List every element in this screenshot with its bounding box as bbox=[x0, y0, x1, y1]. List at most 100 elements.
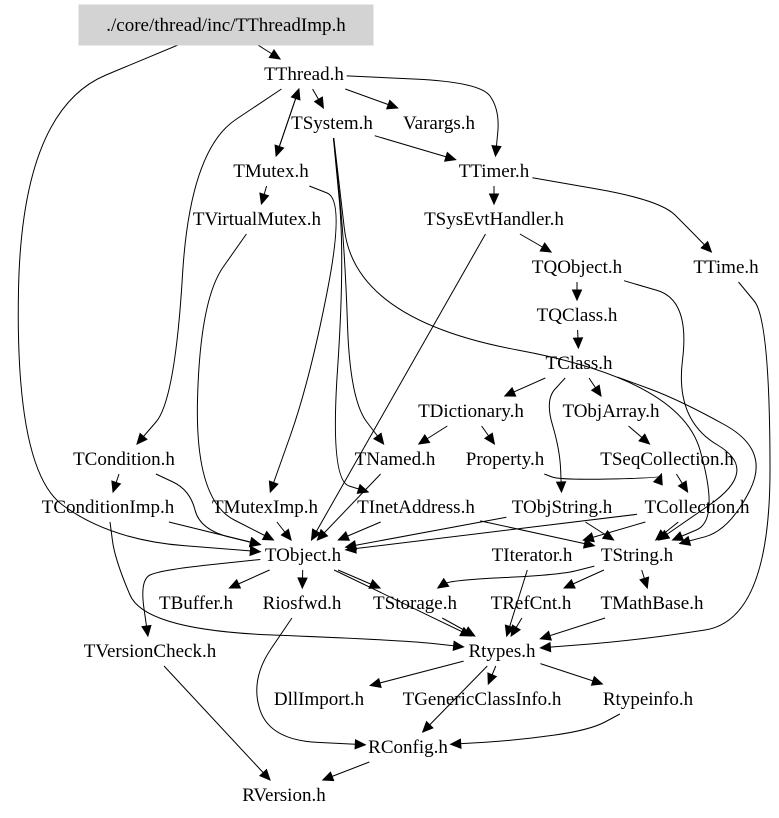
node-label: Riosfwd.h bbox=[263, 593, 342, 614]
edge-line bbox=[333, 137, 710, 541]
nodes-layer: ./core/thread/inc/TThreadImp.hTThread.hT… bbox=[42, 4, 759, 806]
node-label: TStorage.h bbox=[373, 593, 457, 614]
edge-TTime-to-Rtypes bbox=[539, 281, 771, 653]
arrowhead-icon bbox=[421, 720, 434, 733]
node-TVersionCheck[interactable]: TVersionCheck.h bbox=[84, 641, 217, 662]
node-RVersion[interactable]: RVersion.h bbox=[242, 785, 326, 806]
edge-TObject-to-TVersionCheck bbox=[141, 559, 261, 638]
node-DllImport[interactable]: DllImport.h bbox=[274, 689, 365, 710]
edge-TVersionCheck-to-RVersion bbox=[163, 665, 271, 781]
node-label: TMutex.h bbox=[233, 161, 309, 182]
node-TMutex[interactable]: TMutex.h bbox=[233, 161, 309, 182]
edge-TCollection-to-TIterator bbox=[582, 521, 646, 543]
node-Riosfwd[interactable]: Riosfwd.h bbox=[263, 593, 342, 614]
edge-TDictionary-to-TNamed bbox=[417, 425, 448, 445]
node-label: TVersionCheck.h bbox=[84, 641, 217, 662]
node-label: TIterator.h bbox=[492, 545, 573, 566]
arrowhead-icon bbox=[562, 578, 576, 589]
arrowhead-icon bbox=[487, 672, 498, 686]
edge-TThread-to-TCondition bbox=[136, 88, 282, 445]
node-TGenericClassInfo[interactable]: TGenericClassInfo.h bbox=[403, 689, 562, 710]
node-TSysEvtHandler[interactable]: TSysEvtHandler.h bbox=[424, 209, 564, 230]
node-TTime[interactable]: TTime.h bbox=[693, 257, 759, 278]
node-TCollection[interactable]: TCollection.h bbox=[644, 497, 750, 518]
arrowhead-icon bbox=[417, 433, 431, 445]
edge-TSeqCollection-to-TCollection bbox=[675, 473, 689, 494]
node-Property[interactable]: Property.h bbox=[466, 449, 545, 470]
node-TStorage[interactable]: TStorage.h bbox=[373, 593, 457, 614]
edge-TObject-to-TBuffer bbox=[228, 569, 270, 589]
root-node[interactable]: ./core/thread/inc/TThreadImp.h bbox=[78, 4, 374, 46]
node-label: TMathBase.h bbox=[601, 593, 704, 614]
arrowhead-icon bbox=[463, 626, 476, 637]
arrowhead-icon bbox=[369, 677, 382, 689]
edge-line bbox=[168, 521, 261, 545]
edge-TSystem-to-TInetAddress bbox=[332, 137, 370, 494]
arrowhead-icon bbox=[483, 432, 496, 445]
node-TIterator[interactable]: TIterator.h bbox=[492, 545, 573, 566]
edge-TClass-to-TDictionary bbox=[503, 377, 546, 397]
edge-TClass-to-TObjArray bbox=[588, 377, 602, 398]
arrowhead-icon bbox=[539, 242, 553, 253]
node-label: ./core/thread/inc/TThreadImp.h bbox=[106, 15, 346, 36]
node-TBuffer[interactable]: TBuffer.h bbox=[159, 593, 234, 614]
node-TObject[interactable]: TObject.h bbox=[265, 545, 342, 566]
node-TTimer[interactable]: TTimer.h bbox=[459, 161, 530, 182]
node-TSeqCollection[interactable]: TSeqCollection.h bbox=[600, 449, 734, 470]
node-TString[interactable]: TString.h bbox=[601, 545, 674, 566]
node-RConfig[interactable]: RConfig.h bbox=[368, 737, 448, 758]
arrowhead-icon bbox=[249, 545, 262, 557]
node-Rtypeinfo[interactable]: Rtypeinfo.h bbox=[603, 689, 694, 710]
node-TInetAddress[interactable]: TInetAddress.h bbox=[357, 497, 475, 518]
arrowhead-icon bbox=[491, 145, 502, 158]
node-Varargs[interactable]: Varargs.h bbox=[403, 113, 475, 134]
edge-TSystem-to-TTimer bbox=[374, 135, 457, 162]
edge-line bbox=[370, 660, 464, 686]
edge-line bbox=[480, 520, 595, 547]
node-TQObject[interactable]: TQObject.h bbox=[532, 257, 623, 278]
edge-line bbox=[332, 137, 369, 493]
node-TObjArray[interactable]: TObjArray.h bbox=[562, 401, 660, 422]
edge-line bbox=[275, 88, 300, 157]
node-TQClass[interactable]: TQClass.h bbox=[537, 305, 618, 326]
edge-TConditionImp-to-Rtypes bbox=[109, 521, 465, 652]
edge-line bbox=[532, 177, 712, 253]
arrowhead-icon bbox=[436, 577, 450, 589]
edge-TMutex-to-TThread bbox=[275, 87, 301, 157]
node-label: TDictionary.h bbox=[418, 401, 524, 422]
node-TRefCnt[interactable]: TRefCnt.h bbox=[491, 593, 572, 614]
node-Rtypes[interactable]: Rtypes.h bbox=[468, 641, 536, 662]
node-TCondition[interactable]: TCondition.h bbox=[73, 449, 175, 470]
arrowhead-icon bbox=[678, 535, 692, 546]
edge-TQClass-to-TClass bbox=[572, 329, 584, 350]
edge-line bbox=[506, 569, 528, 637]
node-TConditionImp[interactable]: TConditionImp.h bbox=[42, 497, 175, 518]
edge-TClass-to-TString bbox=[617, 376, 757, 546]
node-label: TCollection.h bbox=[644, 497, 750, 518]
node-TDictionary[interactable]: TDictionary.h bbox=[418, 401, 524, 422]
edge-TSystem-to-TNamed bbox=[333, 137, 385, 445]
edge-line bbox=[311, 233, 486, 541]
node-TMathBase[interactable]: TMathBase.h bbox=[601, 593, 704, 614]
node-label: RVersion.h bbox=[242, 785, 326, 806]
node-TSystem[interactable]: TSystem.h bbox=[291, 113, 373, 134]
arrowhead-icon bbox=[268, 480, 279, 494]
edge-line bbox=[437, 565, 595, 589]
node-TClass[interactable]: TClass.h bbox=[545, 353, 613, 374]
edge-line bbox=[544, 473, 662, 480]
node-TThread[interactable]: TThread.h bbox=[264, 64, 344, 85]
edge-TVirtualMutex-to-TObject bbox=[196, 233, 275, 541]
node-TVirtualMutex[interactable]: TVirtualMutex.h bbox=[193, 209, 322, 230]
node-TObjString[interactable]: TObjString.h bbox=[512, 497, 613, 518]
arrowhead-icon bbox=[268, 48, 282, 60]
node-TMutexImp[interactable]: TMutexImp.h bbox=[212, 497, 319, 518]
arrowhead-icon bbox=[582, 538, 596, 549]
arrowhead-icon bbox=[590, 384, 602, 398]
edge-line bbox=[269, 185, 337, 493]
node-TNamed[interactable]: TNamed.h bbox=[355, 449, 436, 470]
node-label: TThread.h bbox=[264, 64, 344, 85]
edge-line bbox=[163, 665, 271, 781]
edge-line bbox=[374, 135, 456, 161]
edge-RConfig-to-RVersion bbox=[321, 761, 370, 782]
node-label: TSeqCollection.h bbox=[600, 449, 734, 470]
